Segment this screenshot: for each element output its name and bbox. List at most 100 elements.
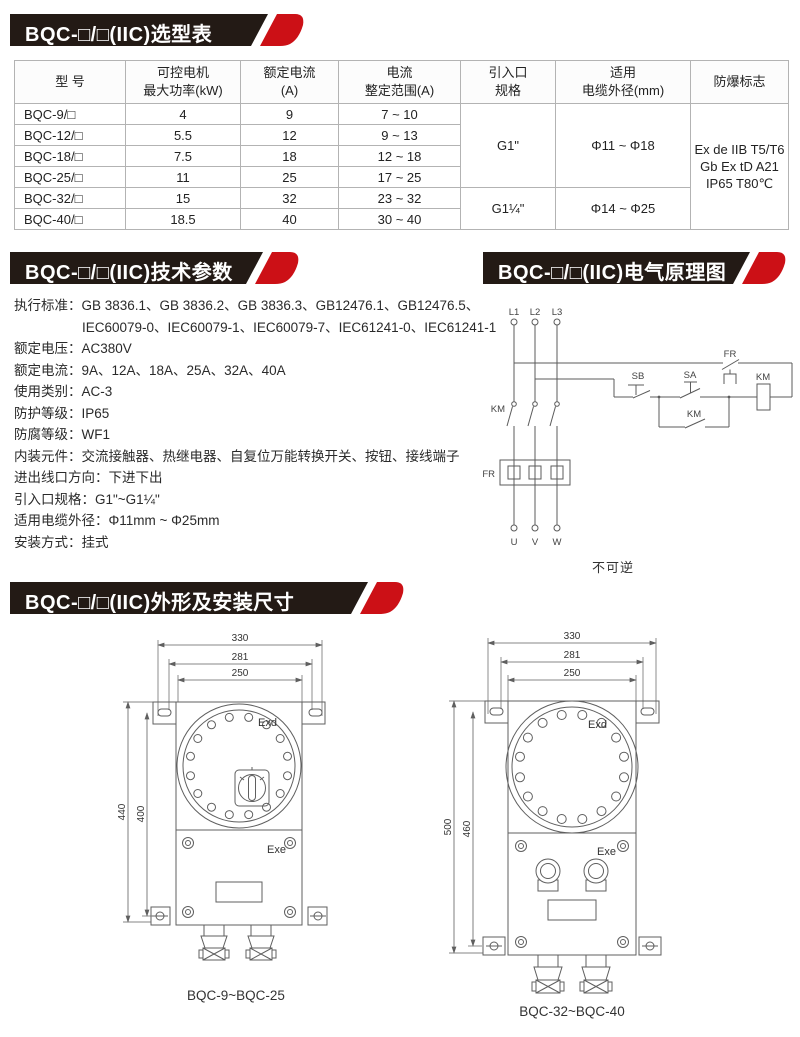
section-title-dimensions: BQC-□/□(IIC)外形及安装尺寸 [25, 592, 295, 614]
cell-model: BQC-18/□ [14, 145, 126, 167]
table-row: BQC-40/□ 18.5 40 30 ~ 40 [14, 208, 789, 230]
sb-label: SB [632, 371, 645, 382]
param-item: 执行标准： GB 3836.1、GB 3836.2、GB 3836.3、GB12… [14, 295, 484, 317]
bracket-slot-icon [308, 708, 323, 717]
terminal-icon [531, 524, 539, 532]
exe-housing [175, 829, 303, 926]
terminal-icon [553, 524, 561, 532]
dim-330-label: 330 [232, 633, 249, 644]
cell-current: 12 [240, 124, 339, 146]
cell-power: 18.5 [125, 208, 241, 230]
mounting-bracket [484, 700, 509, 724]
electrical-schematic: L1 L2 L3 KM FR U V W FR KM [482, 307, 793, 575]
nameplate-window [215, 881, 263, 903]
cell-range: 30 ~ 40 [338, 208, 461, 230]
flange-cover-circle [176, 703, 302, 829]
extension-lines [500, 657, 644, 709]
terminal-icon [510, 524, 518, 532]
km-coil [756, 383, 771, 411]
outline-drawing-small: 330 281 250 440 400 Exd [118, 633, 328, 1003]
flange-bolts [186, 712, 292, 820]
param-value: AC-3 [81, 384, 113, 399]
mounting-bracket [635, 700, 660, 724]
exd-label: Exd [258, 717, 277, 729]
cell-model: BQC-32/□ [14, 187, 126, 209]
param-label: 进出线口方向： [14, 470, 109, 485]
dim-281-label: 281 [564, 650, 581, 661]
rotary-switch-icon [234, 767, 270, 807]
fr-ctrl-label: FR [724, 349, 737, 360]
param-label: 执行标准： [14, 298, 82, 313]
cell-inlet-spec-g114: G1¼" [460, 187, 556, 230]
dim-281-label: 281 [232, 652, 249, 663]
exe-label: Exe [597, 846, 616, 858]
param-label: 防腐等级： [14, 427, 82, 442]
km-aux-branch [658, 397, 730, 428]
pushbutton-icon [583, 858, 609, 892]
km-contact-blades [506, 406, 556, 427]
phase-v-label: V [532, 537, 539, 548]
km-aux-label: KM [687, 409, 701, 420]
dimensions-banner: BQC-□/□(IIC)外形及安装尺寸 [10, 582, 410, 614]
model-selection-table: 型 号 可控电机 最大功率(kW) 额定电流 (A) 电流 整定范围(A) 引入… [14, 60, 789, 230]
phase-l2-label: L2 [530, 307, 541, 318]
outline-drawing-large: 330 281 250 500 460 Exd [443, 631, 662, 1019]
mounting-foot [150, 906, 171, 926]
param-value: 挂式 [81, 534, 109, 550]
banner-shape [10, 582, 404, 614]
cell-power: 15 [125, 187, 241, 209]
mounting-bracket [301, 701, 326, 725]
param-item: 内装元件： 交流接触器、热继电器、自复位万能转换开关、按钮、接线端子 [14, 446, 484, 468]
cable-gland-icon [245, 924, 277, 961]
terminal-icon [510, 318, 518, 326]
cell-range: 12 ~ 18 [338, 145, 461, 167]
param-item: 引入口规格： G1"~G1¼" [14, 489, 484, 511]
fr-nc-contact-blade [721, 359, 740, 370]
pushbutton-icon [535, 858, 561, 892]
header-current: 额定电流 (A) [240, 60, 339, 104]
table-header-row: 型 号 可控电机 最大功率(kW) 额定电流 (A) 电流 整定范围(A) 引入… [14, 60, 789, 104]
dim-330-label: 330 [564, 631, 581, 642]
contact-terminal-icon [554, 401, 560, 407]
cell-current: 9 [240, 103, 339, 125]
param-value: Φ11mm ~ Φ25mm [108, 513, 220, 528]
flange-inner-circle [182, 709, 296, 823]
banner-shape [10, 252, 299, 284]
control-bottom-line [535, 378, 757, 398]
param-value: GB 3836.1、GB 3836.2、GB 3836.3、GB12476.1、… [81, 298, 480, 313]
heater-element-icon [507, 465, 521, 480]
param-value: G1"~G1¼" [95, 491, 160, 507]
bracket-slot-icon [489, 707, 504, 716]
header-cable: 适用 电缆外径(mm) [555, 60, 691, 104]
control-top-rail [514, 362, 793, 398]
param-label: 额定电压： [14, 341, 82, 356]
param-value: IP65 [81, 405, 110, 421]
junction-dot [657, 395, 661, 399]
table-row: BQC-12/□ 5.5 12 9 ~ 13 [14, 124, 789, 146]
red-swoosh [255, 252, 299, 284]
terminal-icon [531, 318, 539, 326]
dim-460-label: 460 [462, 820, 473, 837]
section-title-selection: BQC-□/□(IIC)选型表 [25, 24, 213, 46]
flange-bolts [515, 710, 629, 824]
sb-actuator-icon [628, 384, 644, 395]
param-item: 安装方式： 挂式 [14, 532, 484, 554]
junction-dot [727, 395, 731, 399]
fr-thermal-actuator-icon [723, 369, 737, 384]
ex-mark-line1: Ex de IIB T5/T6 [694, 142, 785, 157]
section-title-schematic: BQC-□/□(IIC)电气原理图 [498, 262, 727, 284]
extension-lines [449, 700, 508, 954]
cell-model: BQC-25/□ [14, 166, 126, 188]
exd-housing [507, 700, 637, 834]
cell-range: 7 ~ 10 [338, 103, 461, 125]
param-value: AC380V [81, 341, 132, 356]
param-item: 额定电流： 9A、12A、18A、25A、32A、40A [14, 360, 484, 382]
table-row: BQC-32/□ 15 32 23 ~ 32 G1¼" Φ14 ~ Φ25 [14, 187, 789, 230]
ex-mark-line2: Gb Ex tD A21 [700, 159, 779, 174]
cell-current: 18 [240, 145, 339, 167]
dim-400-label: 400 [136, 805, 147, 822]
param-value: 交流接触器、热继电器、自复位万能转换开关、按钮、接线端子 [81, 448, 460, 464]
bracket-slot-icon [640, 707, 655, 716]
dim-250-label: 250 [564, 668, 581, 679]
